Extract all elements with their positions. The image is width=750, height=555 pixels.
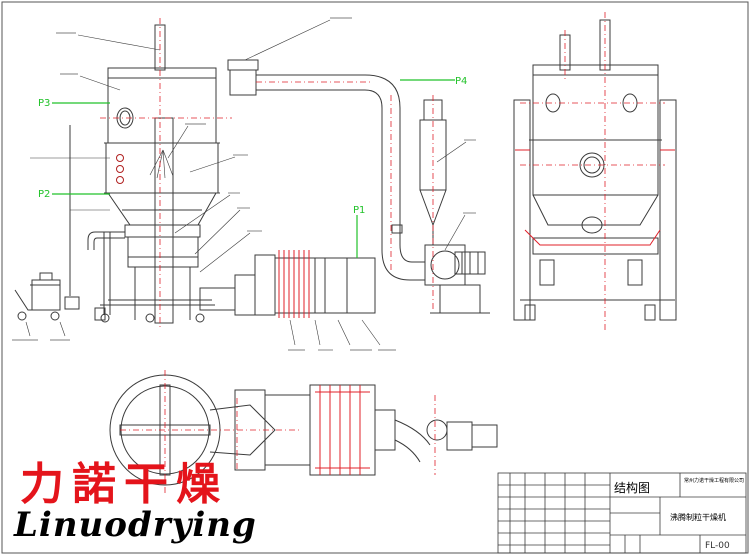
callout-p3: P3 <box>38 98 50 109</box>
plan-view-red-marks <box>120 370 436 495</box>
centerlines-side <box>520 12 665 330</box>
callout-labels: P3 P2 P4 P1 <box>38 76 467 216</box>
callout-p1: P1 <box>353 205 365 216</box>
drawing-number: FL-00 <box>705 541 730 551</box>
pressure-callouts <box>52 79 455 258</box>
induced-fan <box>424 244 490 314</box>
callout-p2: P2 <box>38 189 50 200</box>
leader-lines <box>25 19 467 346</box>
brand-chinese-logo: 力諾干燥 <box>20 459 228 510</box>
callout-p4: P4 <box>455 76 467 87</box>
pressure-leader-lines <box>30 157 110 211</box>
product-name: 沸腾制粒干燥机 <box>670 512 726 522</box>
company-name: 常州力诺干燥工程有限公司 <box>684 477 744 484</box>
centerlines-front <box>100 18 232 330</box>
air-heater-filter-assembly <box>199 254 376 316</box>
front-view-dryer <box>87 24 220 324</box>
side-view-red-piping <box>515 149 675 246</box>
auxiliary-equipment <box>14 125 106 321</box>
exhaust-duct <box>227 59 425 281</box>
title-block <box>497 472 747 554</box>
drawing-title: 结构图 <box>614 480 650 495</box>
annotation-marks <box>12 17 476 351</box>
brand-english-logo: Linuodrying <box>14 505 257 545</box>
heater-fins <box>278 250 310 318</box>
